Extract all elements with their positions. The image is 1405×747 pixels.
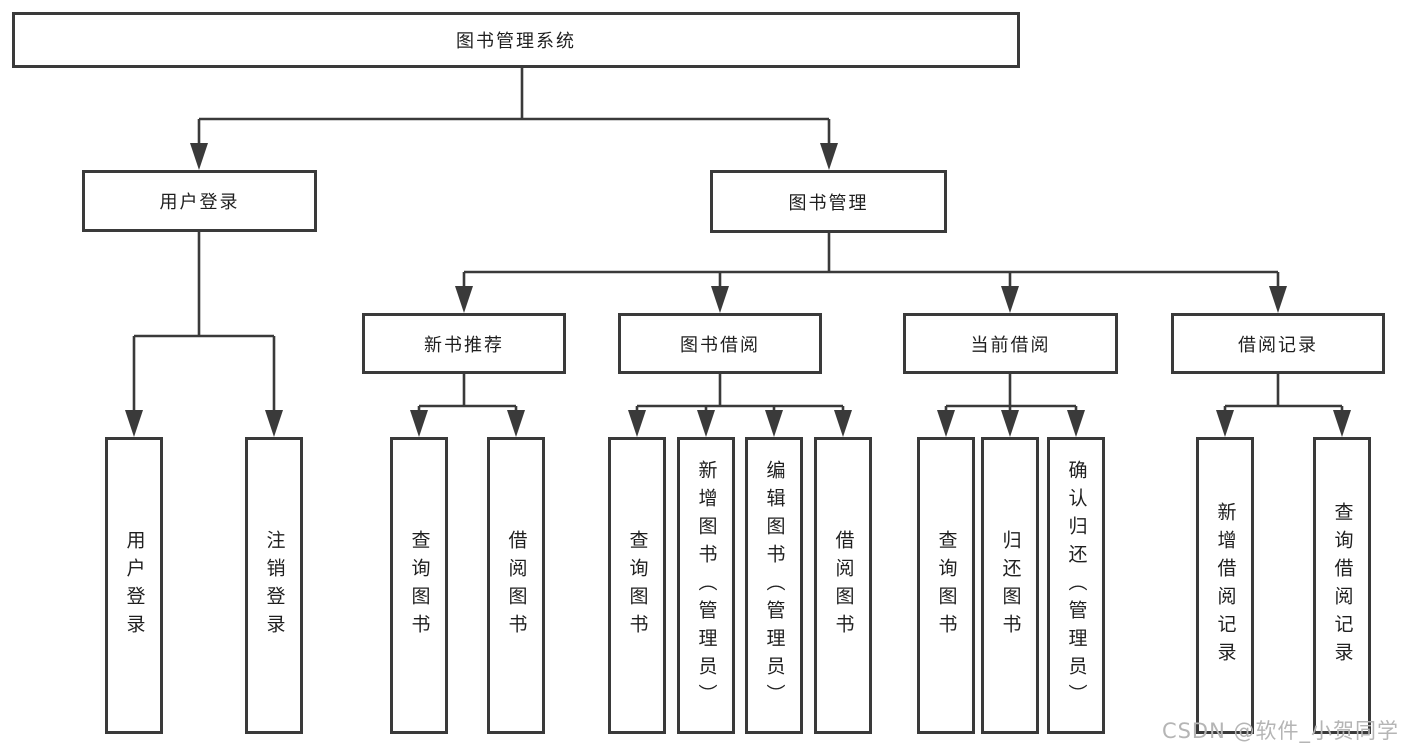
connector-mgmt-to-level3 <box>462 233 1280 290</box>
arrowhead-icon <box>265 410 283 437</box>
arrowhead-icon <box>125 410 143 437</box>
node-label: 借阅图书 <box>832 529 855 642</box>
leaf-query-books-borrowing: 查询图书 <box>608 437 666 734</box>
node-book-borrowing: 图书借阅 <box>618 313 822 374</box>
node-label: 编辑图书（管理员） <box>763 459 786 712</box>
arrowhead-icon <box>190 143 208 170</box>
leaf-borrow-books: 借阅图书 <box>814 437 872 734</box>
node-library-management-system: 图书管理系统 <box>12 12 1020 68</box>
node-label: 当前借阅 <box>970 334 1051 356</box>
csdn-watermark: CSDN @软件_小贺同学 <box>1161 719 1399 743</box>
arrowhead-icon <box>628 410 646 437</box>
node-label: 图书管理系统 <box>456 31 576 52</box>
connector-root-to-level2 <box>197 68 831 146</box>
connector-borrow-to-leaves <box>635 374 845 414</box>
leaf-query-borrow-record: 查询借阅记录 <box>1313 437 1371 734</box>
leaf-add-borrow-record: 新增借阅记录 <box>1196 437 1254 734</box>
node-label: 新增图书（管理员） <box>695 459 718 712</box>
node-label: 借阅记录 <box>1238 334 1318 356</box>
node-label: 新增借阅记录 <box>1214 501 1237 670</box>
connector-records-to-leaves <box>1223 374 1344 414</box>
arrowhead-icon <box>937 410 955 437</box>
node-label: 新书推荐 <box>424 334 504 356</box>
node-label: 用户登录 <box>159 192 240 213</box>
arrowhead-icon <box>834 410 852 437</box>
node-label: 归还图书 <box>999 529 1022 642</box>
node-label: 确认归还（管理员） <box>1065 459 1088 712</box>
leaf-user-login: 用户登录 <box>105 437 163 734</box>
connector-recommend-to-leaves <box>417 374 518 414</box>
node-label: 注销登录 <box>263 529 286 642</box>
node-label: 查询图书 <box>935 529 958 642</box>
node-label: 用户登录 <box>123 529 146 642</box>
leaf-add-books-admin: 新增图书（管理员） <box>677 437 735 734</box>
node-user-login-branch: 用户登录 <box>82 170 317 232</box>
node-new-book-recommend: 新书推荐 <box>362 313 566 374</box>
arrowhead-icon <box>1269 286 1287 313</box>
arrowhead-icon <box>711 286 729 313</box>
arrowhead-icon <box>455 286 473 313</box>
node-label: 图书借阅 <box>680 334 760 356</box>
connector-login-to-leaves <box>132 232 276 414</box>
arrowhead-icon <box>765 410 783 437</box>
node-current-borrowing: 当前借阅 <box>903 313 1118 374</box>
leaf-logout: 注销登录 <box>245 437 303 734</box>
arrowhead-icon <box>697 410 715 437</box>
leaf-return-books: 归还图书 <box>981 437 1039 734</box>
node-book-management-branch: 图书管理 <box>710 170 947 233</box>
arrowhead-icon <box>1001 410 1019 437</box>
leaf-query-books-recommend: 查询图书 <box>390 437 448 734</box>
arrowhead-icon <box>410 410 428 437</box>
arrowhead-icon <box>1333 410 1351 437</box>
leaf-borrow-books-recommend: 借阅图书 <box>487 437 545 734</box>
arrowhead-icon <box>507 410 525 437</box>
node-borrowing-records: 借阅记录 <box>1171 313 1385 374</box>
node-label: 借阅图书 <box>505 529 528 642</box>
connector-current-to-leaves <box>944 374 1078 414</box>
leaf-confirm-return-admin: 确认归还（管理员） <box>1047 437 1105 734</box>
arrowhead-icon <box>820 143 838 170</box>
leaf-query-books-current: 查询图书 <box>917 437 975 734</box>
node-label: 查询图书 <box>626 529 649 642</box>
arrowhead-icon <box>1067 410 1085 437</box>
leaf-edit-books-admin: 编辑图书（管理员） <box>745 437 803 734</box>
node-label: 图书管理 <box>788 192 869 214</box>
arrowhead-icon <box>1001 286 1019 313</box>
arrowhead-icon <box>1216 410 1234 437</box>
node-label: 查询图书 <box>408 529 431 642</box>
node-label: 查询借阅记录 <box>1331 501 1354 670</box>
